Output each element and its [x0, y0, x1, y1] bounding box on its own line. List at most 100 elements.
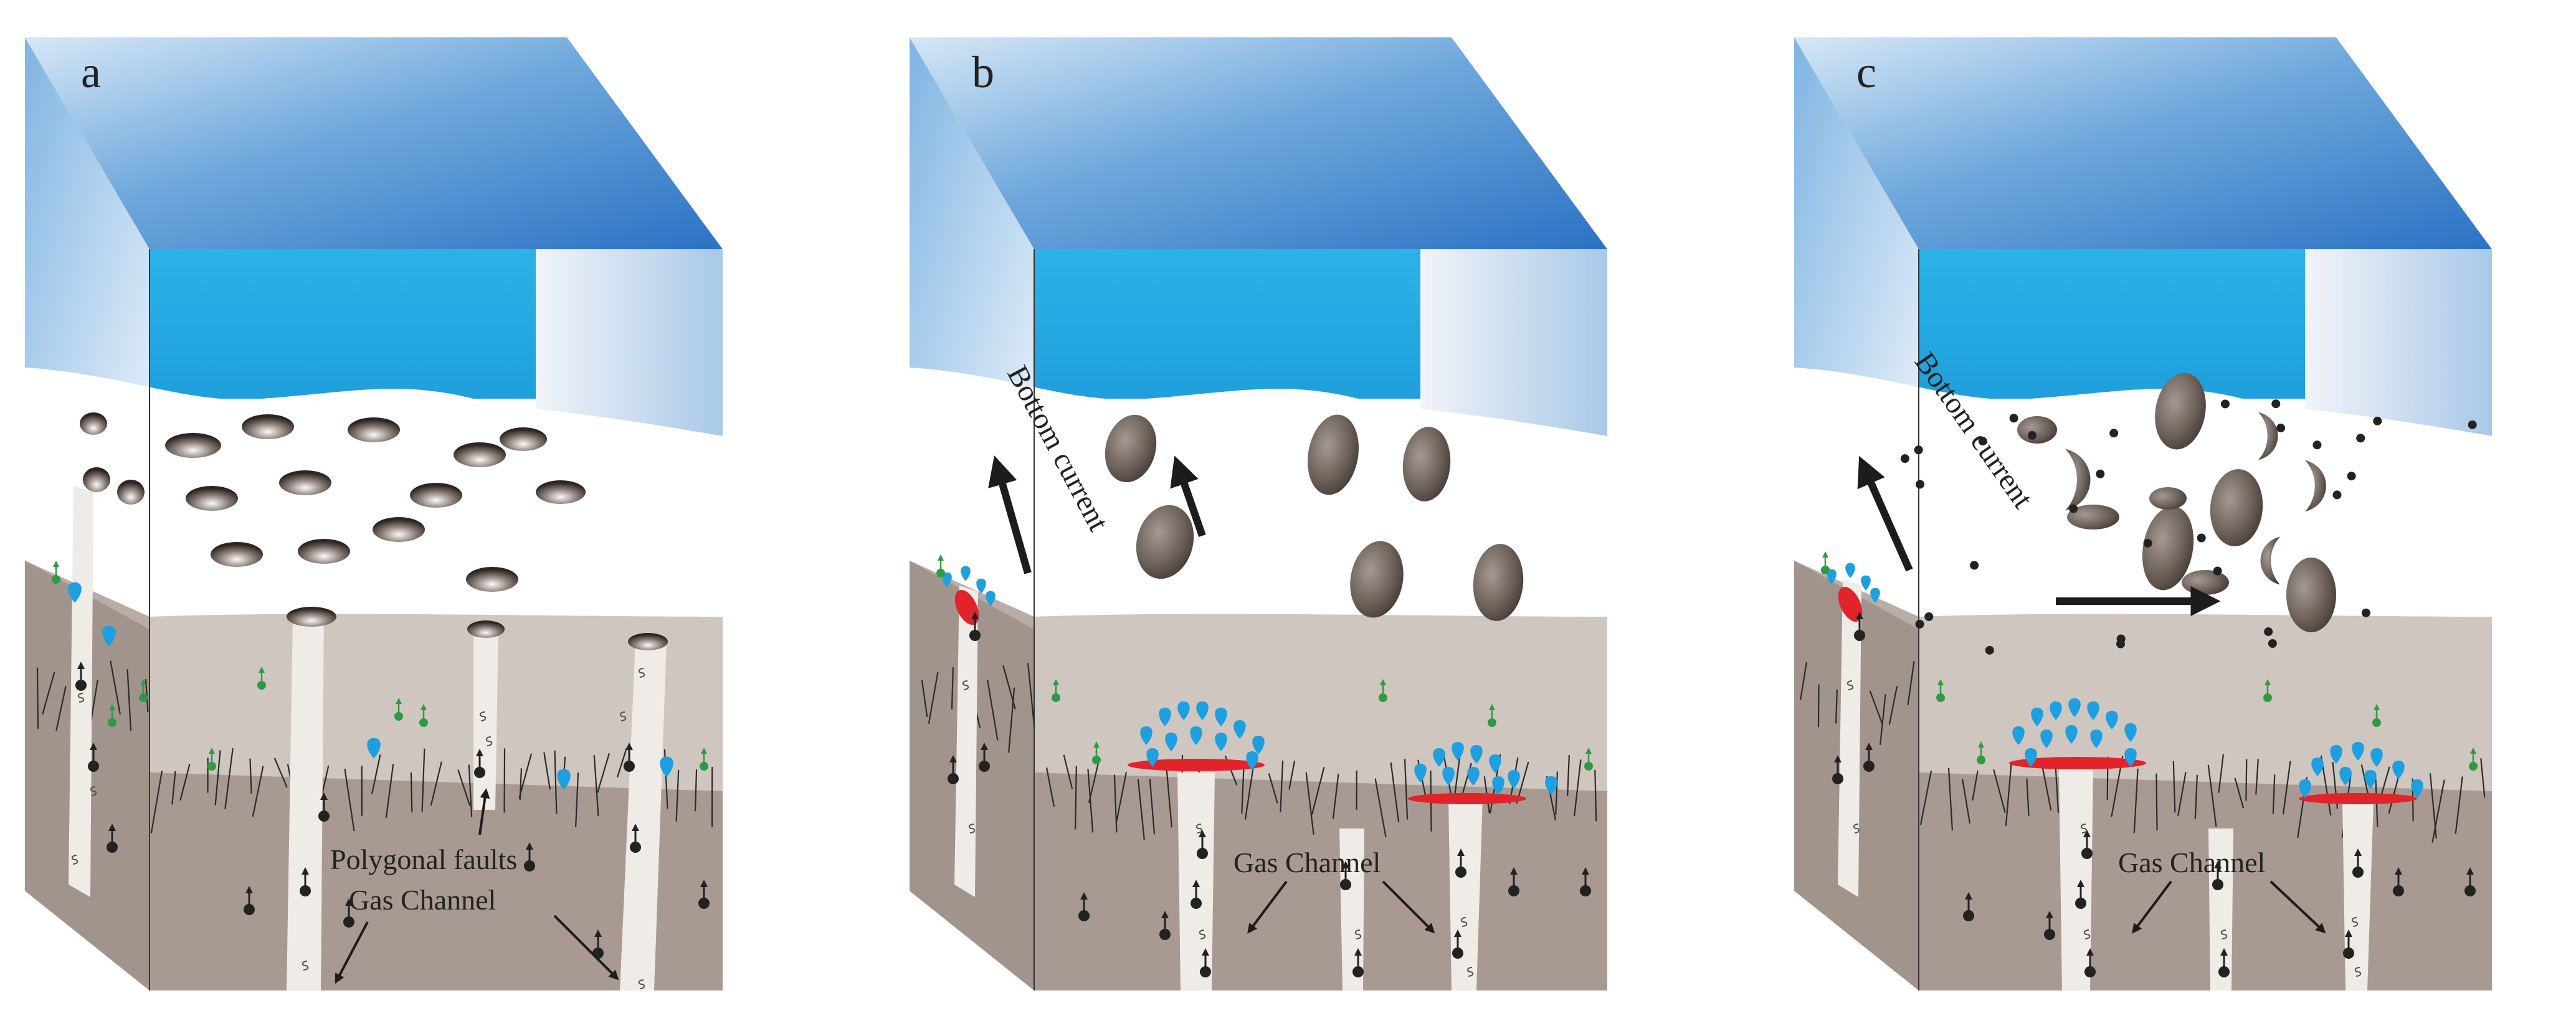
green-fluid-dot: [1977, 756, 1985, 764]
gas-bubble-dot: [88, 761, 99, 772]
green-fluid-dot: [139, 693, 148, 702]
gas-bubble-dot: [1963, 910, 1974, 921]
green-fluid-dot: [394, 712, 403, 721]
green-fluid-dot: [419, 718, 428, 727]
gas-bubble-dot: [1340, 879, 1351, 890]
sediment-particle: [2264, 627, 2273, 636]
sediment-particle: [2197, 534, 2206, 543]
fault-line: [411, 772, 412, 812]
gas-bubble-dot: [630, 842, 641, 853]
pockmark-pit: [83, 467, 110, 492]
pockmark-pit: [373, 517, 425, 542]
pockmark-pit: [628, 633, 668, 650]
sediment-particle: [2268, 639, 2277, 648]
green-fluid-dot: [1092, 756, 1101, 764]
pockmark-pit: [211, 542, 263, 567]
fault-line: [37, 668, 38, 729]
panel-label-a: a: [81, 47, 101, 97]
front-upper-sediment: [1919, 610, 2492, 804]
gas-bubble-dot: [1078, 910, 1090, 921]
sediment-particle: [2332, 490, 2341, 499]
green-fluid-dot: [2372, 718, 2381, 727]
gas-bubble-dot: [107, 842, 118, 853]
gas-bubble-dot: [969, 630, 981, 641]
fault-line: [1818, 685, 1819, 728]
front-deep-sediment: [1919, 772, 2492, 990]
sediment-particle: [1924, 612, 1933, 621]
gas-bubble-dot: [624, 761, 635, 772]
gas-bubble-dot: [1197, 848, 1208, 859]
green-fluid-dot: [1488, 718, 1496, 727]
green-fluid-dot: [700, 762, 708, 771]
pockmark-pit: [165, 433, 221, 458]
sediment-particle: [2069, 505, 2078, 513]
pockmark-pit: [348, 417, 400, 442]
elongated-pockmark: [2149, 487, 2187, 510]
green-fluid-dot: [1936, 693, 1945, 702]
gas-channel-2: [473, 629, 498, 810]
pockmark-pit: [298, 539, 350, 564]
sediment-particle: [2028, 431, 2037, 440]
pockmark-pit: [279, 470, 331, 495]
gas-bubble-dot: [524, 860, 535, 872]
sediment-particle: [1970, 561, 1979, 570]
green-fluid-dot: [1379, 693, 1387, 702]
pockmark-pit: [536, 480, 586, 504]
gas-bubble-dot: [1452, 948, 1463, 959]
gas-bubble-dot: [2084, 966, 2096, 977]
gas-bubble-dot: [2393, 885, 2404, 896]
gas-bubble-dot: [2044, 929, 2055, 940]
green-fluid-dot: [2469, 762, 2478, 771]
pockmark-pit: [242, 414, 294, 439]
sediment-particle: [2221, 399, 2230, 408]
annotation-polygonal-faults: Polygonal faults: [330, 843, 517, 875]
gas-bubble-dot: [1200, 966, 1211, 977]
green-fluid-dot: [257, 681, 266, 690]
green-fluid-dot: [1584, 762, 1593, 771]
pockmark-pit: [117, 480, 145, 505]
gas-bubble-dot: [244, 904, 255, 915]
sediment-particle: [2116, 640, 2125, 648]
sediment-particle: [2276, 424, 2285, 432]
gas-bubble-dot: [948, 773, 959, 784]
green-fluid-dot: [2263, 693, 2272, 702]
pockmark-pit: [410, 483, 462, 508]
sediment-particle: [2271, 399, 2280, 408]
green-fluid-dot: [936, 569, 945, 577]
gas-bubble-dot: [2218, 966, 2230, 977]
front-upper-sediment: [1034, 610, 1607, 804]
gas-bubble-dot: [2464, 885, 2476, 896]
gas-bubble-dot: [2075, 898, 2086, 909]
gas-bubble-dot: [979, 761, 990, 772]
annotation-gas-channel: Gas Channel: [1233, 847, 1381, 878]
panel-label-c: c: [1856, 47, 1876, 97]
gas-bubble-dot: [343, 916, 354, 928]
gas-bubble-dot: [1580, 885, 1591, 896]
green-fluid-dot: [1052, 693, 1060, 702]
annotation-gas-channel: Gas Channel: [2118, 847, 2265, 878]
green-fluid-dot: [52, 575, 60, 584]
sediment-particle: [2347, 472, 2356, 480]
sediment-particle: [1914, 445, 1923, 454]
sediment-particle: [2356, 434, 2365, 442]
sediment-particle: [2213, 567, 2222, 576]
gas-bubble-dot: [1159, 929, 1171, 940]
sediment-particle: [2144, 539, 2152, 548]
pockmark-pit: [287, 607, 336, 627]
pockmark-pit: [80, 412, 107, 435]
pockmark-pit: [500, 427, 547, 451]
sediment-particle: [2373, 417, 2382, 425]
hydrate-lens-1: [1128, 759, 1265, 771]
gas-bubble-dot: [1832, 773, 1843, 784]
gas-bubble-dot: [1191, 898, 1202, 909]
sediment-particle: [1916, 480, 1924, 488]
sediment-particle: [2109, 429, 2118, 437]
elongated-pockmark: [2182, 570, 2229, 595]
gas-bubble-dot: [318, 810, 330, 822]
panel-label-b: b: [972, 47, 994, 97]
